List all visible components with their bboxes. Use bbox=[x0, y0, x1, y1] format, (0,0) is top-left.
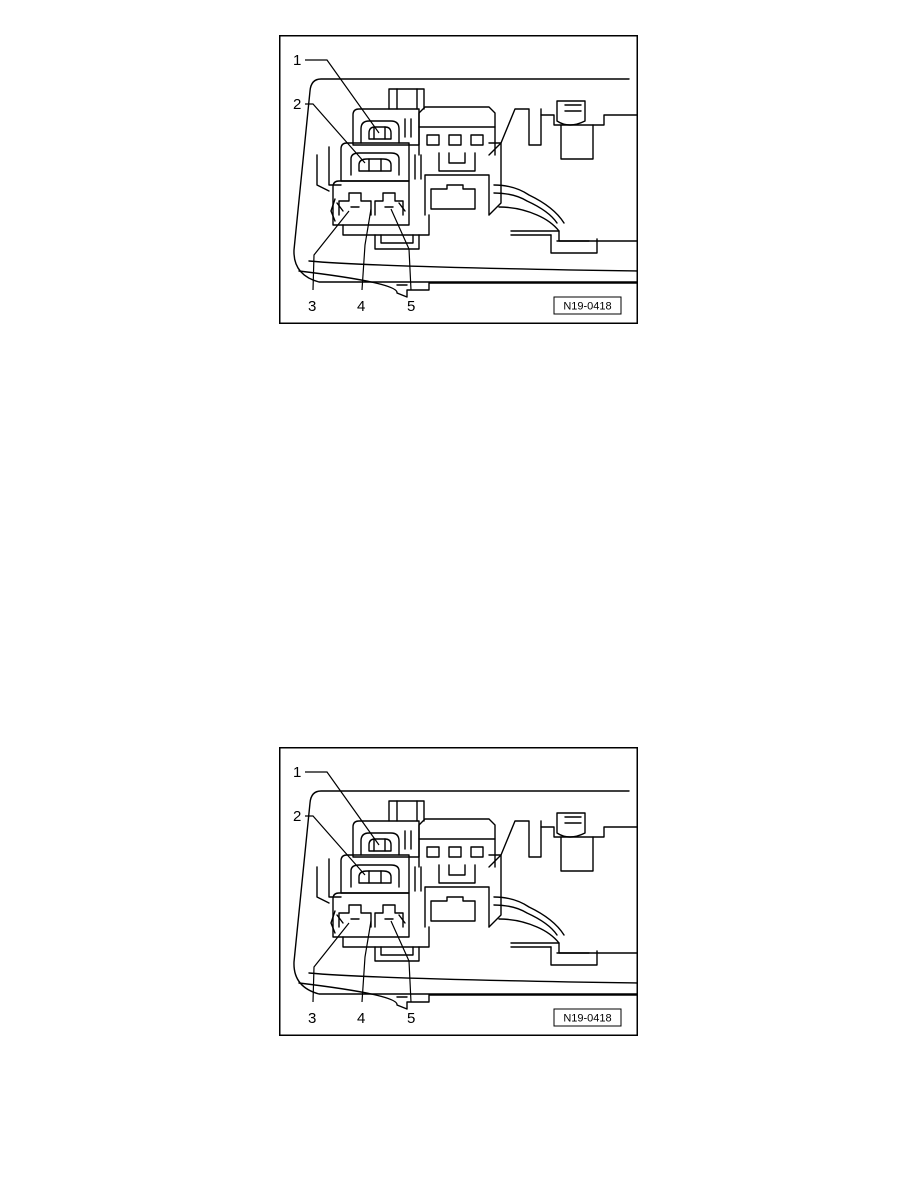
callout-4: 4 bbox=[357, 298, 365, 315]
figure-id-label: N19-0418 bbox=[563, 1013, 611, 1025]
callout-1: 1 bbox=[293, 52, 301, 69]
figure-frame bbox=[279, 35, 638, 324]
callout-5: 5 bbox=[407, 298, 415, 315]
callout-2: 2 bbox=[293, 96, 301, 113]
callout-4: 4 bbox=[357, 1010, 365, 1027]
leader-lines bbox=[305, 59, 412, 291]
leader-lines bbox=[305, 771, 412, 1003]
callout-2: 2 bbox=[293, 808, 301, 825]
callout-3: 3 bbox=[308, 298, 316, 315]
figure-bottom: 1 2 3 4 5 N19-0418 bbox=[279, 747, 638, 1036]
callout-5: 5 bbox=[407, 1010, 415, 1027]
callout-3: 3 bbox=[308, 1010, 316, 1027]
connector-illustration: 1 2 3 4 5 N19-0418 bbox=[279, 747, 638, 1036]
housing-drawing bbox=[293, 790, 638, 1010]
connector-illustration: 1 2 3 4 5 N19-0418 bbox=[279, 35, 638, 324]
figure-id-box bbox=[553, 1008, 622, 1027]
figure-id-label: N19-0418 bbox=[563, 301, 611, 313]
figure-top: 1 2 3 4 5 N19-0418 bbox=[279, 35, 638, 324]
figure-frame bbox=[279, 747, 638, 1036]
callout-1: 1 bbox=[293, 764, 301, 781]
figure-id-box bbox=[553, 296, 622, 315]
housing-drawing bbox=[293, 78, 638, 298]
